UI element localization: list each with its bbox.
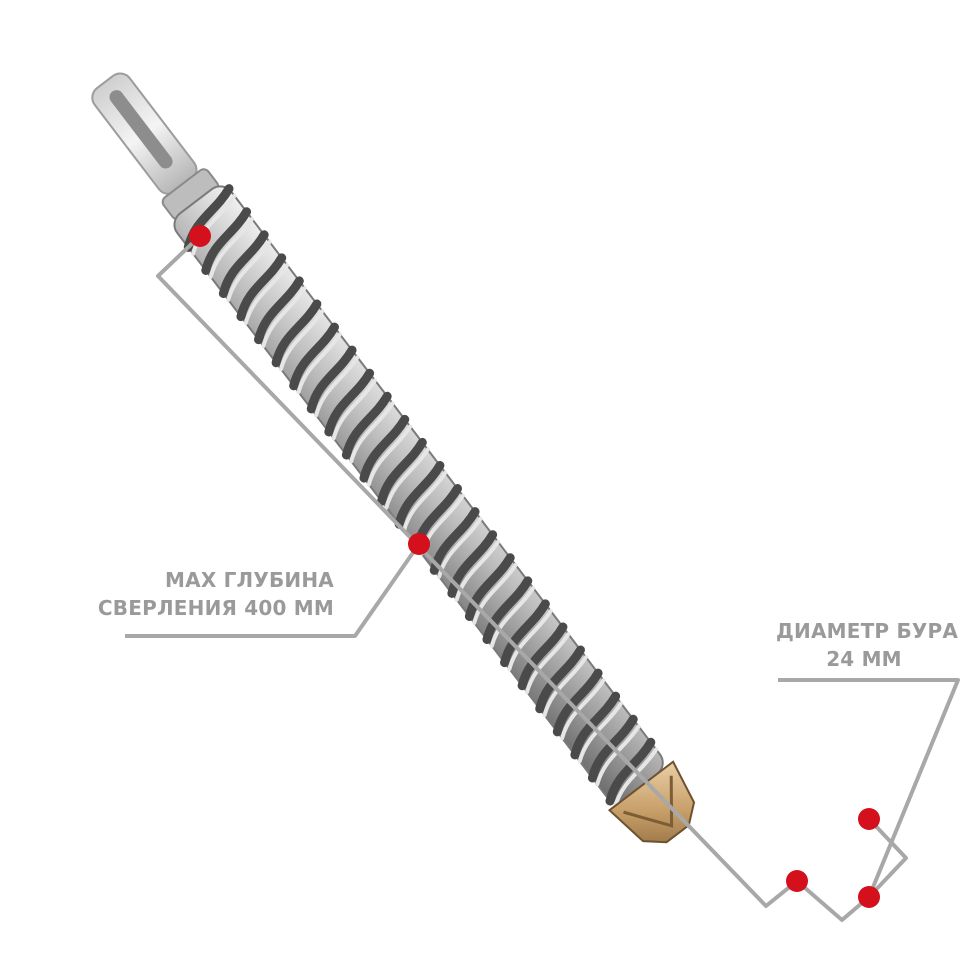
flute-highlight [191, 193, 237, 256]
flute-groove [447, 530, 498, 598]
flute-groove [394, 460, 445, 529]
flute-groove [517, 622, 568, 691]
flute-highlight [560, 678, 606, 741]
flute-highlight [472, 562, 518, 625]
flute-groove [535, 645, 585, 714]
flute-highlight [384, 447, 430, 510]
flute-groove [377, 437, 427, 506]
flute-highlight [349, 401, 395, 464]
flute-highlight [489, 585, 536, 648]
diameter-label-line2: 24 ММ [826, 647, 902, 671]
flute-groove [341, 391, 392, 460]
diameter-bracket-line [795, 817, 908, 922]
flute-groove [359, 414, 410, 483]
flute-highlight [595, 724, 641, 787]
flute-groove [500, 599, 550, 668]
flute-highlight [208, 216, 255, 279]
flute-groove [289, 322, 339, 391]
flute-groove [324, 368, 375, 437]
depth-callout-line [125, 542, 421, 638]
flute-highlight [612, 747, 659, 810]
depth-label-line1: MAX ГЛУБИНА [165, 568, 334, 592]
diameter-callout-line [778, 678, 960, 898]
depth-label: MAX ГЛУБИНА СВЕРЛЕНИЯ 400 ММ [98, 566, 334, 622]
depth-label-line2: СВЕРЛЕНИЯ 400 ММ [97, 596, 334, 620]
flute-highlight [226, 239, 272, 302]
shank-groove [109, 90, 173, 169]
drill-bit [91, 72, 696, 844]
flute-highlight [314, 355, 360, 418]
flute-highlight [366, 424, 413, 487]
flute-groove [271, 299, 322, 368]
flute-highlight [261, 286, 307, 349]
flute-groove [570, 691, 621, 760]
flute-groove [464, 553, 515, 621]
flute-highlight [507, 609, 553, 671]
flute-highlight [278, 309, 325, 372]
diameter-label-line1: ДИАМЕТР БУРА [776, 619, 959, 643]
marker-dot [408, 533, 430, 555]
flute-highlight [296, 332, 342, 395]
flute-groove [552, 668, 603, 737]
flute-groove [254, 276, 304, 345]
depth-bracket-line [156, 234, 799, 908]
marker-dot [858, 808, 880, 830]
flute-highlight [454, 539, 501, 602]
tip-edge [623, 775, 674, 828]
flute-highlight [243, 263, 290, 325]
flute-groove [236, 253, 287, 322]
flute-highlight [542, 655, 588, 718]
marker-dot [189, 225, 211, 247]
flute-groove [605, 737, 656, 806]
marker-dot [786, 870, 808, 892]
flute-groove [482, 576, 533, 645]
flute-highlight [524, 632, 571, 695]
diameter-label: ДИАМЕТР БУРА 24 ММ [776, 617, 959, 673]
flute-highlight [401, 470, 448, 533]
flute-highlight [331, 378, 378, 441]
flute-groove [201, 207, 252, 275]
flute-groove [306, 345, 357, 414]
flute-groove [218, 230, 269, 299]
marker-dot [858, 886, 880, 908]
